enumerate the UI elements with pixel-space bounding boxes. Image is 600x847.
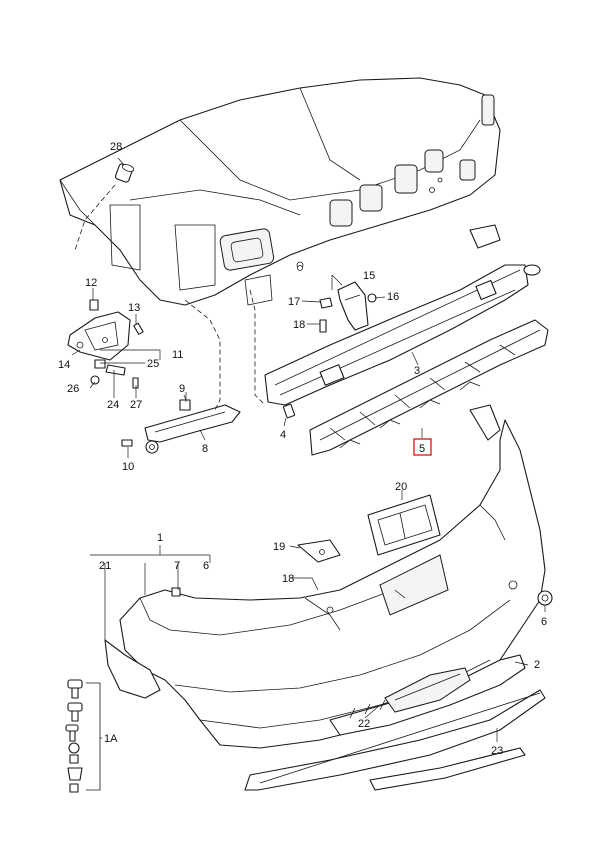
bolt-4 (282, 403, 296, 419)
callout-26: 26 (67, 383, 79, 395)
licence-plate-bracket-20 (367, 494, 441, 556)
callout-17: 17 (288, 296, 300, 308)
callout-2: 2 (534, 659, 540, 671)
trim-strip-23 (244, 689, 546, 791)
callout-14: 14 (58, 359, 70, 371)
callout-25: 25 (147, 358, 159, 370)
routing-line-mid (249, 289, 266, 406)
callout-5: 5 (419, 443, 425, 455)
bracket-19 (297, 539, 341, 563)
callout-1: 1 (157, 532, 163, 544)
callout-7: 7 (174, 560, 180, 572)
callout-10: 10 (122, 461, 134, 473)
bumper-cover-1 (104, 404, 546, 749)
callout-18-upper: 18 (293, 319, 305, 331)
leader-lines (71, 157, 546, 742)
callout-24: 24 (107, 399, 119, 411)
callout-20: 20 (395, 481, 407, 493)
callout-13: 13 (128, 302, 140, 314)
callout-15: 15 (363, 270, 375, 282)
diffuser-2 (329, 654, 526, 736)
callout-16: 16 (387, 291, 399, 303)
callout-8: 8 (202, 443, 208, 455)
callout-12: 12 (85, 277, 97, 289)
callout-23: 23 (491, 745, 503, 757)
callout-21: 21 (99, 560, 111, 572)
callout-6-right: 6 (541, 616, 547, 628)
callout-9: 9 (179, 383, 185, 395)
callout-3: 3 (414, 365, 420, 377)
routing-line-left (184, 299, 221, 411)
callout-11: 11 (172, 349, 183, 361)
impact-bar-3 (264, 224, 541, 406)
energy-absorber-5 (309, 319, 549, 456)
rear-body-panel (59, 77, 501, 306)
callout-18-lower: 18 (282, 573, 294, 585)
side-bracket-8 (121, 392, 241, 454)
callout-1A: 1A (104, 733, 118, 745)
callout-6-upper: 6 (203, 560, 209, 572)
bracket-15 (319, 281, 377, 333)
callout-22: 22 (358, 718, 370, 730)
callout-19: 19 (273, 541, 285, 553)
callout-4: 4 (280, 429, 286, 441)
callout-labels: 28 12 13 14 25 11 26 24 27 9 10 8 15 16 … (58, 141, 547, 757)
callout-27: 27 (130, 399, 142, 411)
cap-6 (537, 590, 553, 606)
highlight-box-5 (413, 438, 432, 456)
part-28-sleeve (74, 163, 135, 251)
bracket-11 (67, 299, 144, 389)
fastener-set-1A (65, 679, 101, 793)
callout-28: 28 (110, 141, 122, 153)
